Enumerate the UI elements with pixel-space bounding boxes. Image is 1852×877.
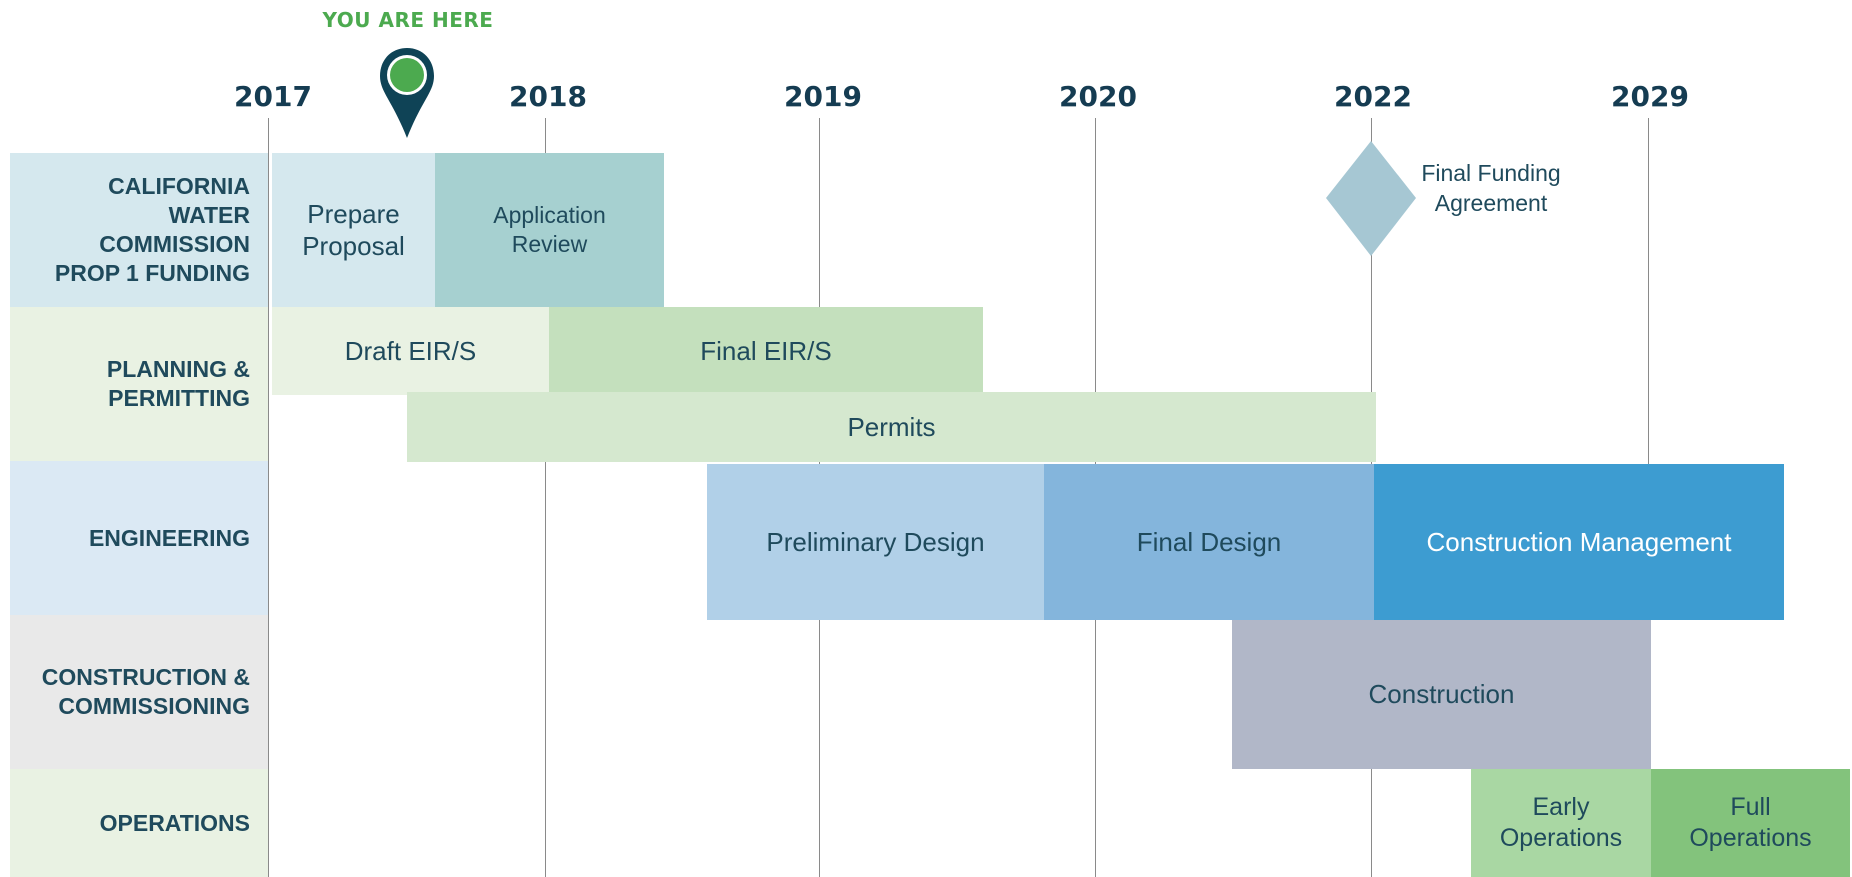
row-label-operations: OPERATIONS: [10, 769, 268, 877]
row-label-construction-commissioning: CONSTRUCTION & COMMISSIONING: [10, 615, 268, 769]
year-2019: 2019: [784, 80, 862, 113]
milestone-final-funding-agreement: Final Funding Agreement: [1421, 160, 1561, 216]
year-2029: 2029: [1611, 80, 1689, 113]
bar-permits: Permits: [407, 392, 1376, 462]
bar-full-operations: Full Operations: [1651, 769, 1850, 877]
you-are-here-label: YOU ARE HERE: [322, 8, 494, 32]
bar-application-review: Application Review: [435, 153, 664, 307]
bar-draft-eirs: Draft EIR/S: [272, 307, 549, 395]
bar-early-operations: Early Operations: [1471, 769, 1651, 877]
bar-construction: Construction: [1232, 620, 1651, 769]
year-2022: 2022: [1334, 80, 1412, 113]
bar-final-design: Final Design: [1044, 464, 1374, 620]
bar-prepare-proposal: Prepare Proposal: [272, 153, 435, 307]
diamond-milestone-icon: [1326, 141, 1416, 256]
bar-preliminary-design: Preliminary Design: [707, 464, 1044, 620]
map-pin-icon: [380, 48, 434, 138]
row-label-prop1-funding: CALIFORNIA WATER COMMISSION PROP 1 FUNDI…: [10, 153, 268, 307]
bar-final-eirs: Final EIR/S: [549, 307, 983, 395]
year-line-2017: [268, 118, 269, 877]
year-2017: 2017: [234, 80, 312, 113]
row-label-engineering: ENGINEERING: [10, 461, 268, 615]
year-line-2018: [545, 118, 546, 877]
year-2018: 2018: [509, 80, 587, 113]
year-2020: 2020: [1059, 80, 1137, 113]
bar-construction-management: Construction Management: [1374, 464, 1784, 620]
row-label-planning-permitting: PLANNING & PERMITTING: [10, 307, 268, 461]
